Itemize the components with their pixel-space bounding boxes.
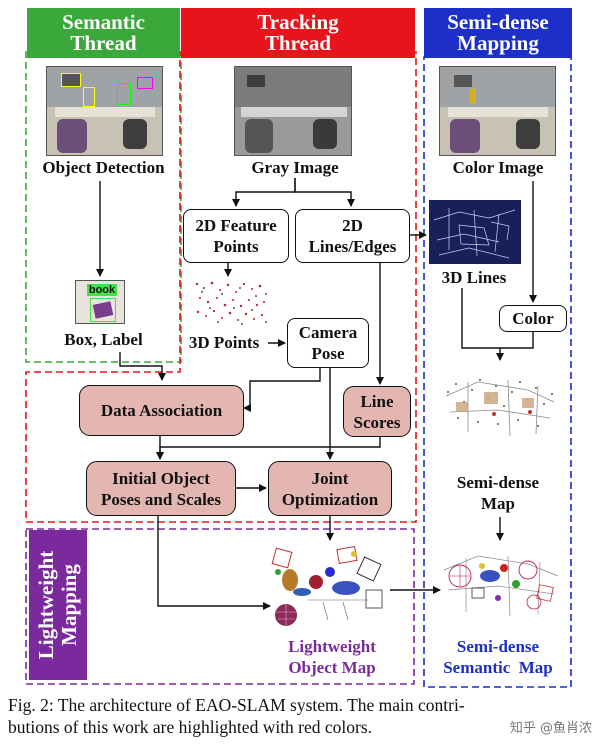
object-map-label: Lightweight Object Map [262,636,402,678]
color-node: Color [499,305,567,332]
lightweight-header-line1: Lightweight [34,550,58,660]
arrow-initial-to-objectmap [157,516,271,610]
book-tag: book [87,284,117,296]
line-scores-node: Line Scores [343,386,411,437]
color-text: Color [512,309,554,328]
mapping-region [423,56,572,688]
data-association-text: Data Association [100,401,223,420]
arrow-3dlines-to-map [461,288,504,361]
arrow-gray-to-lines [294,178,355,207]
lightweight-region [25,528,415,685]
semidense-map-render [445,379,555,437]
tracking-header-line2: Thread [264,31,332,55]
semantic-map-label: Semi-dense Semantic Map [424,636,572,678]
book-detection-photo: book [75,280,125,324]
feature-points-node: 2D Feature Points [183,209,289,263]
points-3d-label: 3D Points [188,333,260,352]
semidense-map-line2: Map [481,494,515,513]
line-scores-line2: Scores [353,412,401,432]
initial-object-poses-node: Initial Object Poses and Scales [86,461,236,516]
semantic-map-line1: Semi-dense [456,637,540,656]
lightweight-header-line2: Mapping [57,564,81,646]
semantic-header-line2: Thread [70,31,137,55]
lightweight-mapping-header: Lightweight Mapping [29,530,87,680]
line-scores-line1: Line [360,391,394,411]
joint-optimization-node: Joint Optimization [268,461,392,516]
caption-line2: butions of this work are highlighted wit… [8,717,373,737]
object-map-render [271,545,383,626]
arrow-gray-to-feature [232,178,296,207]
semidense-map-line1: Semi-dense [456,473,540,492]
figure-caption: Fig. 2: The architecture of EAO-SLAM sys… [8,694,594,738]
arrow-scores-to-merge [156,437,381,460]
object-map-line2: Object Map [288,658,376,677]
lines-edges-line1: 2D [342,216,363,235]
camera-pose-node: Camera Pose [287,318,369,368]
watermark: 知乎 @鱼肖浓 [509,721,592,736]
feature-points-line2: Points [213,237,259,256]
feature-points-line1: 2D Feature [195,216,277,235]
camera-pose-line2: Pose [311,344,345,363]
mapping-header: Semi-dense Mapping [424,8,572,58]
object-detection-photo [46,66,163,156]
arrow-pose-to-association [243,368,321,412]
arrow-box-to-association [119,352,166,381]
color-image-label: Color Image [452,158,544,177]
semantic-map-line2: Semantic Map [443,658,553,677]
initial-poses-line2: Poses and Scales [101,489,221,509]
mapping-header-line2: Mapping [457,31,539,55]
camera-pose-line1: Camera [298,323,358,342]
semantic-thread-header: Semantic Thread [27,8,180,58]
lines-3d-label: 3D Lines [441,268,507,287]
object-map-line1: Lightweight [288,637,376,656]
tracking-thread-header: Tracking Thread [181,8,415,58]
tracking-header-line1: Tracking [257,10,339,34]
lines-3d-render [429,200,521,264]
gray-image-label: Gray Image [251,158,339,177]
feature-points-cloud [195,281,267,325]
lines-edges-line2: Lines/Edges [308,237,397,256]
joint-optimization-line2: Optimization [281,489,379,509]
joint-optimization-line1: Joint [311,468,349,488]
initial-poses-line1: Initial Object [112,468,210,488]
color-image-photo [439,66,556,156]
arrow-color-to-map [500,332,534,349]
lines-edges-node: 2D Lines/Edges [295,209,410,263]
tracking-region [25,51,417,523]
semantic-map-render [443,555,559,617]
gray-image-photo [234,66,352,156]
semantic-header-line1: Semantic [62,10,145,34]
box-label-output: Box, Label [64,330,143,349]
object-detection-label: Object Detection [42,158,165,177]
mapping-header-line1: Semi-dense [447,10,549,34]
caption-line1: Fig. 2: The architecture of EAO-SLAM sys… [8,695,465,715]
lightweight-header-text: Lightweight Mapping [34,530,81,680]
data-association-node: Data Association [79,385,244,436]
semidense-map-label: Semi-dense Map [424,472,572,514]
